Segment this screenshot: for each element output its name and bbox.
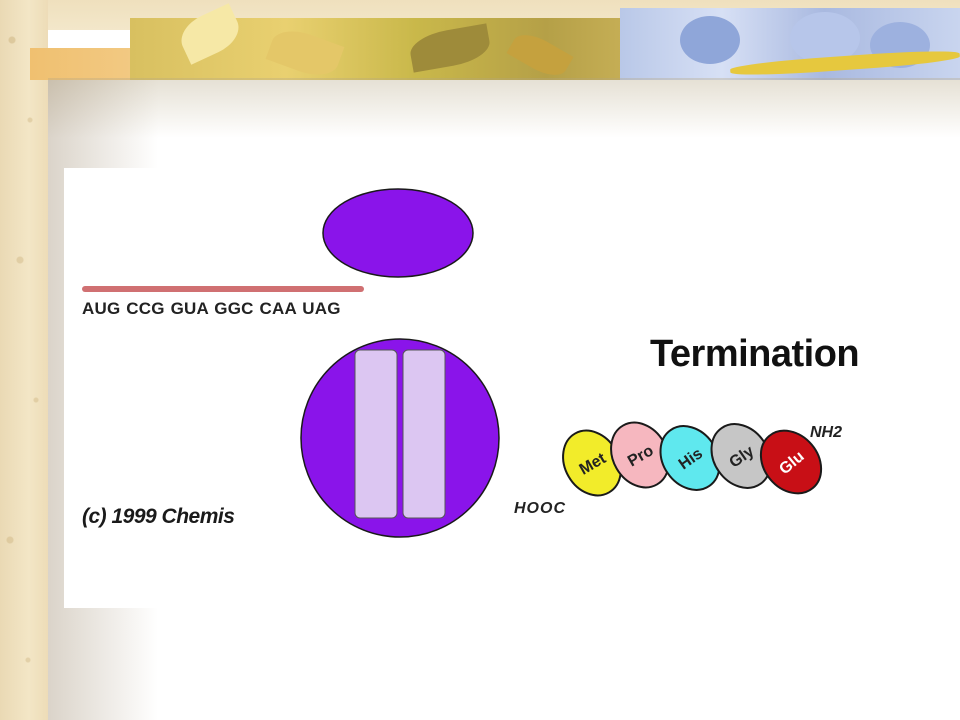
flower-shape bbox=[680, 16, 740, 64]
ribosome-a-site bbox=[402, 349, 446, 519]
diagram-title: Termination bbox=[650, 333, 860, 375]
amino-acid-gly: Gly bbox=[710, 423, 772, 489]
parchment-left-strip bbox=[0, 0, 48, 720]
small-ribosomal-subunit bbox=[322, 188, 474, 278]
amino-acid-glu: Glu bbox=[759, 429, 823, 495]
mrna-strand bbox=[82, 286, 364, 292]
amino-acid-his: His bbox=[659, 425, 721, 491]
flower-banner bbox=[30, 0, 960, 80]
mrna-codon-sequence: AUG CCG GUA GGC CAA UAG bbox=[82, 299, 341, 318]
amino-acid-pro: Pro bbox=[610, 421, 670, 489]
amino-acid-bead bbox=[759, 429, 823, 495]
amino-terminus-label: NH2 bbox=[810, 424, 842, 441]
amino-acid-bead bbox=[710, 423, 772, 489]
slide-shadow-top bbox=[48, 78, 960, 138]
amino-acid-met: Met bbox=[562, 429, 622, 497]
copyright-label: (c) 1999 Chemis bbox=[82, 505, 235, 528]
carboxyl-terminus-label: HOOC bbox=[514, 500, 566, 517]
large-ribosomal-subunit bbox=[300, 338, 500, 538]
ribosome-p-site bbox=[354, 349, 398, 519]
